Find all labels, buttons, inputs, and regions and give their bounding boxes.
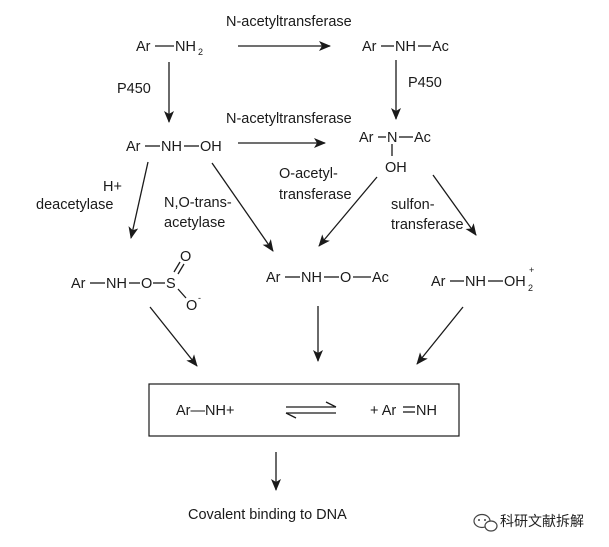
svg-text:NH: NH — [301, 270, 322, 286]
enzyme-label-o-acetyl-1: O-acetyl- — [279, 166, 338, 182]
svg-text:NH: NH — [395, 39, 416, 55]
svg-text:+: + — [529, 265, 534, 275]
compound-protonated-hydroxylamine: Ar NH OH 2 + — [431, 265, 534, 293]
svg-text:OH: OH — [504, 274, 526, 290]
enzyme-label-nat-mid: N-acetyltransferase — [226, 111, 352, 127]
watermark: 科研文献拆解 — [473, 513, 584, 532]
svg-text:S: S — [166, 276, 176, 292]
svg-text:Ac: Ac — [414, 130, 431, 146]
svg-text:Ar: Ar — [126, 139, 141, 155]
enzyme-label-nat-top: N-acetyltransferase — [226, 14, 352, 30]
svg-text:Ar: Ar — [431, 274, 446, 290]
arrow-sulfontransferase — [432, 174, 477, 236]
equilibrium-arrows — [285, 401, 337, 419]
svg-text:NH: NH — [416, 403, 437, 419]
arenium-ion: + Ar NH — [370, 403, 437, 419]
enzyme-label-no-trans-2: acetylase — [164, 215, 225, 231]
enzyme-label-h-plus: H+ — [103, 179, 122, 195]
svg-text:2: 2 — [528, 283, 533, 293]
compound-hydroxamic-acid: Ar N Ac OH — [359, 130, 431, 176]
svg-text:Ar: Ar — [359, 130, 374, 146]
compound-hydroxylamine: Ar NH OH — [126, 139, 222, 155]
arrow-sulfate-to-nitrenium — [149, 306, 198, 367]
svg-text:Ac: Ac — [432, 39, 449, 55]
svg-text:科研文献拆解: 科研文献拆解 — [500, 514, 584, 530]
compound-arylamide: Ar NH Ac — [362, 39, 449, 55]
svg-text:+ Ar: + Ar — [370, 403, 396, 419]
enzyme-label-sulfon-1: sulfon- — [391, 197, 435, 213]
enzyme-label-deacetylase: deacetylase — [36, 197, 113, 213]
arrow-o-acetyltransferase — [318, 176, 378, 247]
svg-text:-: - — [198, 293, 201, 303]
nitrenium-box — [148, 383, 460, 437]
compound-n-acetoxy: Ar NH O Ac — [266, 270, 389, 286]
svg-text:O: O — [141, 276, 152, 292]
nitrenium-ion-label: Ar—NH+ — [176, 403, 234, 419]
svg-text:Ar: Ar — [71, 276, 86, 292]
svg-text:O: O — [186, 298, 197, 314]
svg-text:O: O — [340, 270, 351, 286]
enzyme-label-p450-right: P450 — [408, 75, 442, 91]
svg-text:NH: NH — [161, 139, 182, 155]
svg-text:Ar: Ar — [362, 39, 377, 55]
outcome-label: Covalent binding to DNA — [188, 507, 347, 523]
svg-text:NH: NH — [465, 274, 486, 290]
enzyme-label-o-acetyl-2: transferase — [279, 187, 352, 203]
svg-text:2: 2 — [198, 47, 203, 57]
svg-text:OH: OH — [200, 139, 222, 155]
chat-bubble-icon — [473, 513, 498, 532]
svg-text:NH: NH — [106, 276, 127, 292]
enzyme-label-sulfon-2: transferase — [391, 217, 464, 233]
svg-text:NH: NH — [175, 39, 196, 55]
arrow-protonated-to-nitrenium — [416, 306, 464, 365]
enzyme-label-p450-left: P450 — [117, 81, 151, 97]
compound-n-sulfate: Ar NH O S O O - — [71, 249, 201, 314]
arrow-no-transacetylase — [211, 162, 274, 252]
svg-text:Ac: Ac — [372, 270, 389, 286]
svg-text:Ar: Ar — [266, 270, 281, 286]
svg-text:OH: OH — [385, 160, 407, 176]
svg-text:O: O — [180, 249, 191, 265]
arrow-deacetylase — [128, 161, 149, 239]
svg-text:Ar: Ar — [136, 39, 151, 55]
svg-text:N: N — [387, 130, 397, 146]
enzyme-label-no-trans-1: N,O-trans- — [164, 195, 232, 211]
compound-arylamine: Ar NH 2 — [136, 39, 203, 57]
